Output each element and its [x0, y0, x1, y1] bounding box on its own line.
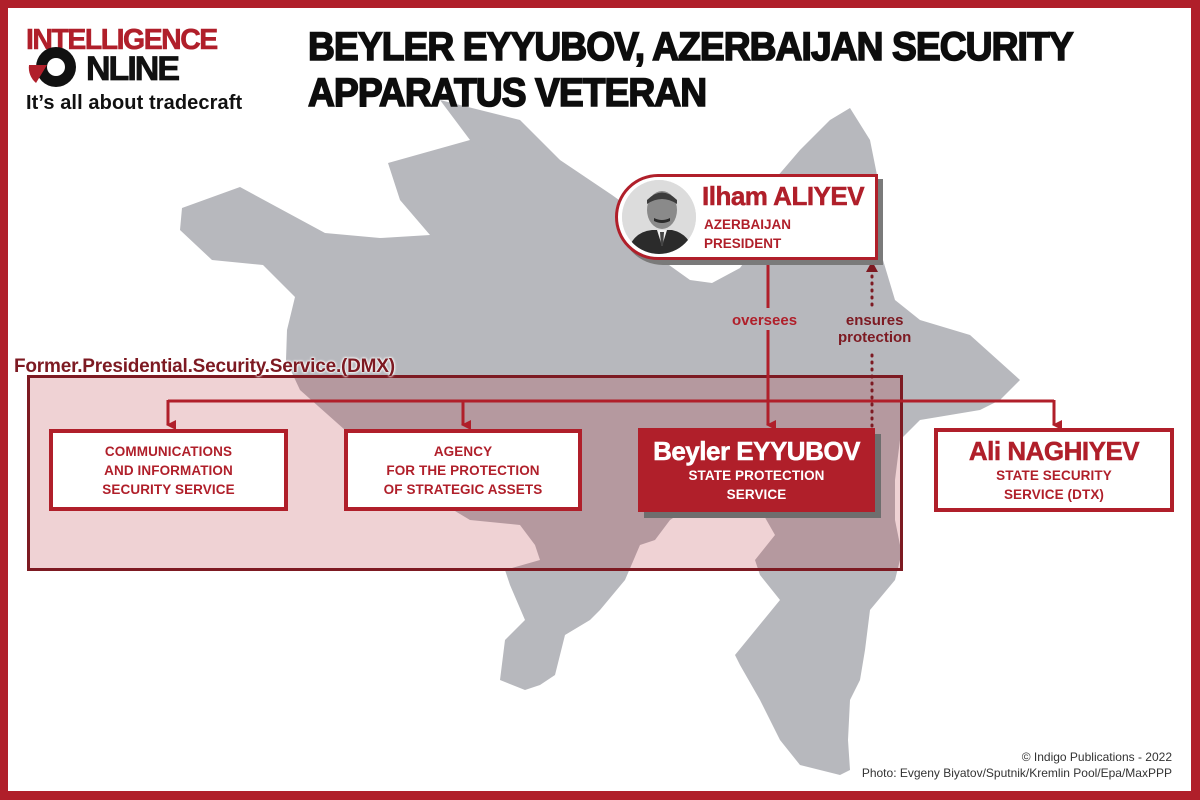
copyright-text: © Indigo Publications - 2022	[1021, 750, 1172, 764]
node-ilham-aliyev: Ilham ALIYEV AZERBAIJAN PRESIDENT	[615, 174, 878, 260]
aliyev-role: AZERBAIJAN PRESIDENT	[704, 217, 792, 251]
aliyev-name: Ilham ALIYEV	[702, 181, 865, 212]
page-title: BEYLER EYYUBOV, AZERBAIJAN SECURITY APPA…	[307, 24, 1073, 116]
logo-wordmark-bottom: NLINE	[26, 47, 266, 87]
node-beyler-eyyubov: Beyler EYYUBOV STATE PROTECTION SERVICE	[638, 428, 875, 512]
edge-label-oversees: oversees	[732, 312, 798, 329]
intelligence-online-logo: INTELLIGENCE NLINE It’s all about tradec…	[26, 25, 266, 115]
photo-credit-text: Photo: Evgeny Biyatov/Sputnik/Kremlin Po…	[861, 766, 1172, 780]
edge-label-ensures-protection: ensures protection	[838, 312, 912, 346]
credits: © Indigo Publications - 2022 Photo: Evge…	[862, 749, 1172, 781]
logo-tagline: It’s all about tradecraft	[26, 92, 243, 114]
node-communications-information-security-service: COMMUNICATIONS AND INFORMATION SECURITY …	[49, 429, 288, 511]
node-agency-protection-strategic-assets: AGENCY FOR THE PROTECTION OF STRATEGIC A…	[344, 429, 582, 511]
node-ali-naghiyev: Ali NAGHIYEV STATE SECURITY SERVICE (DTX…	[934, 428, 1174, 512]
logo-o-icon	[28, 47, 76, 87]
aliyev-portrait-photo	[622, 180, 696, 254]
dmx-group-label: Former.Presidential.Security.Service.(DM…	[14, 356, 395, 377]
